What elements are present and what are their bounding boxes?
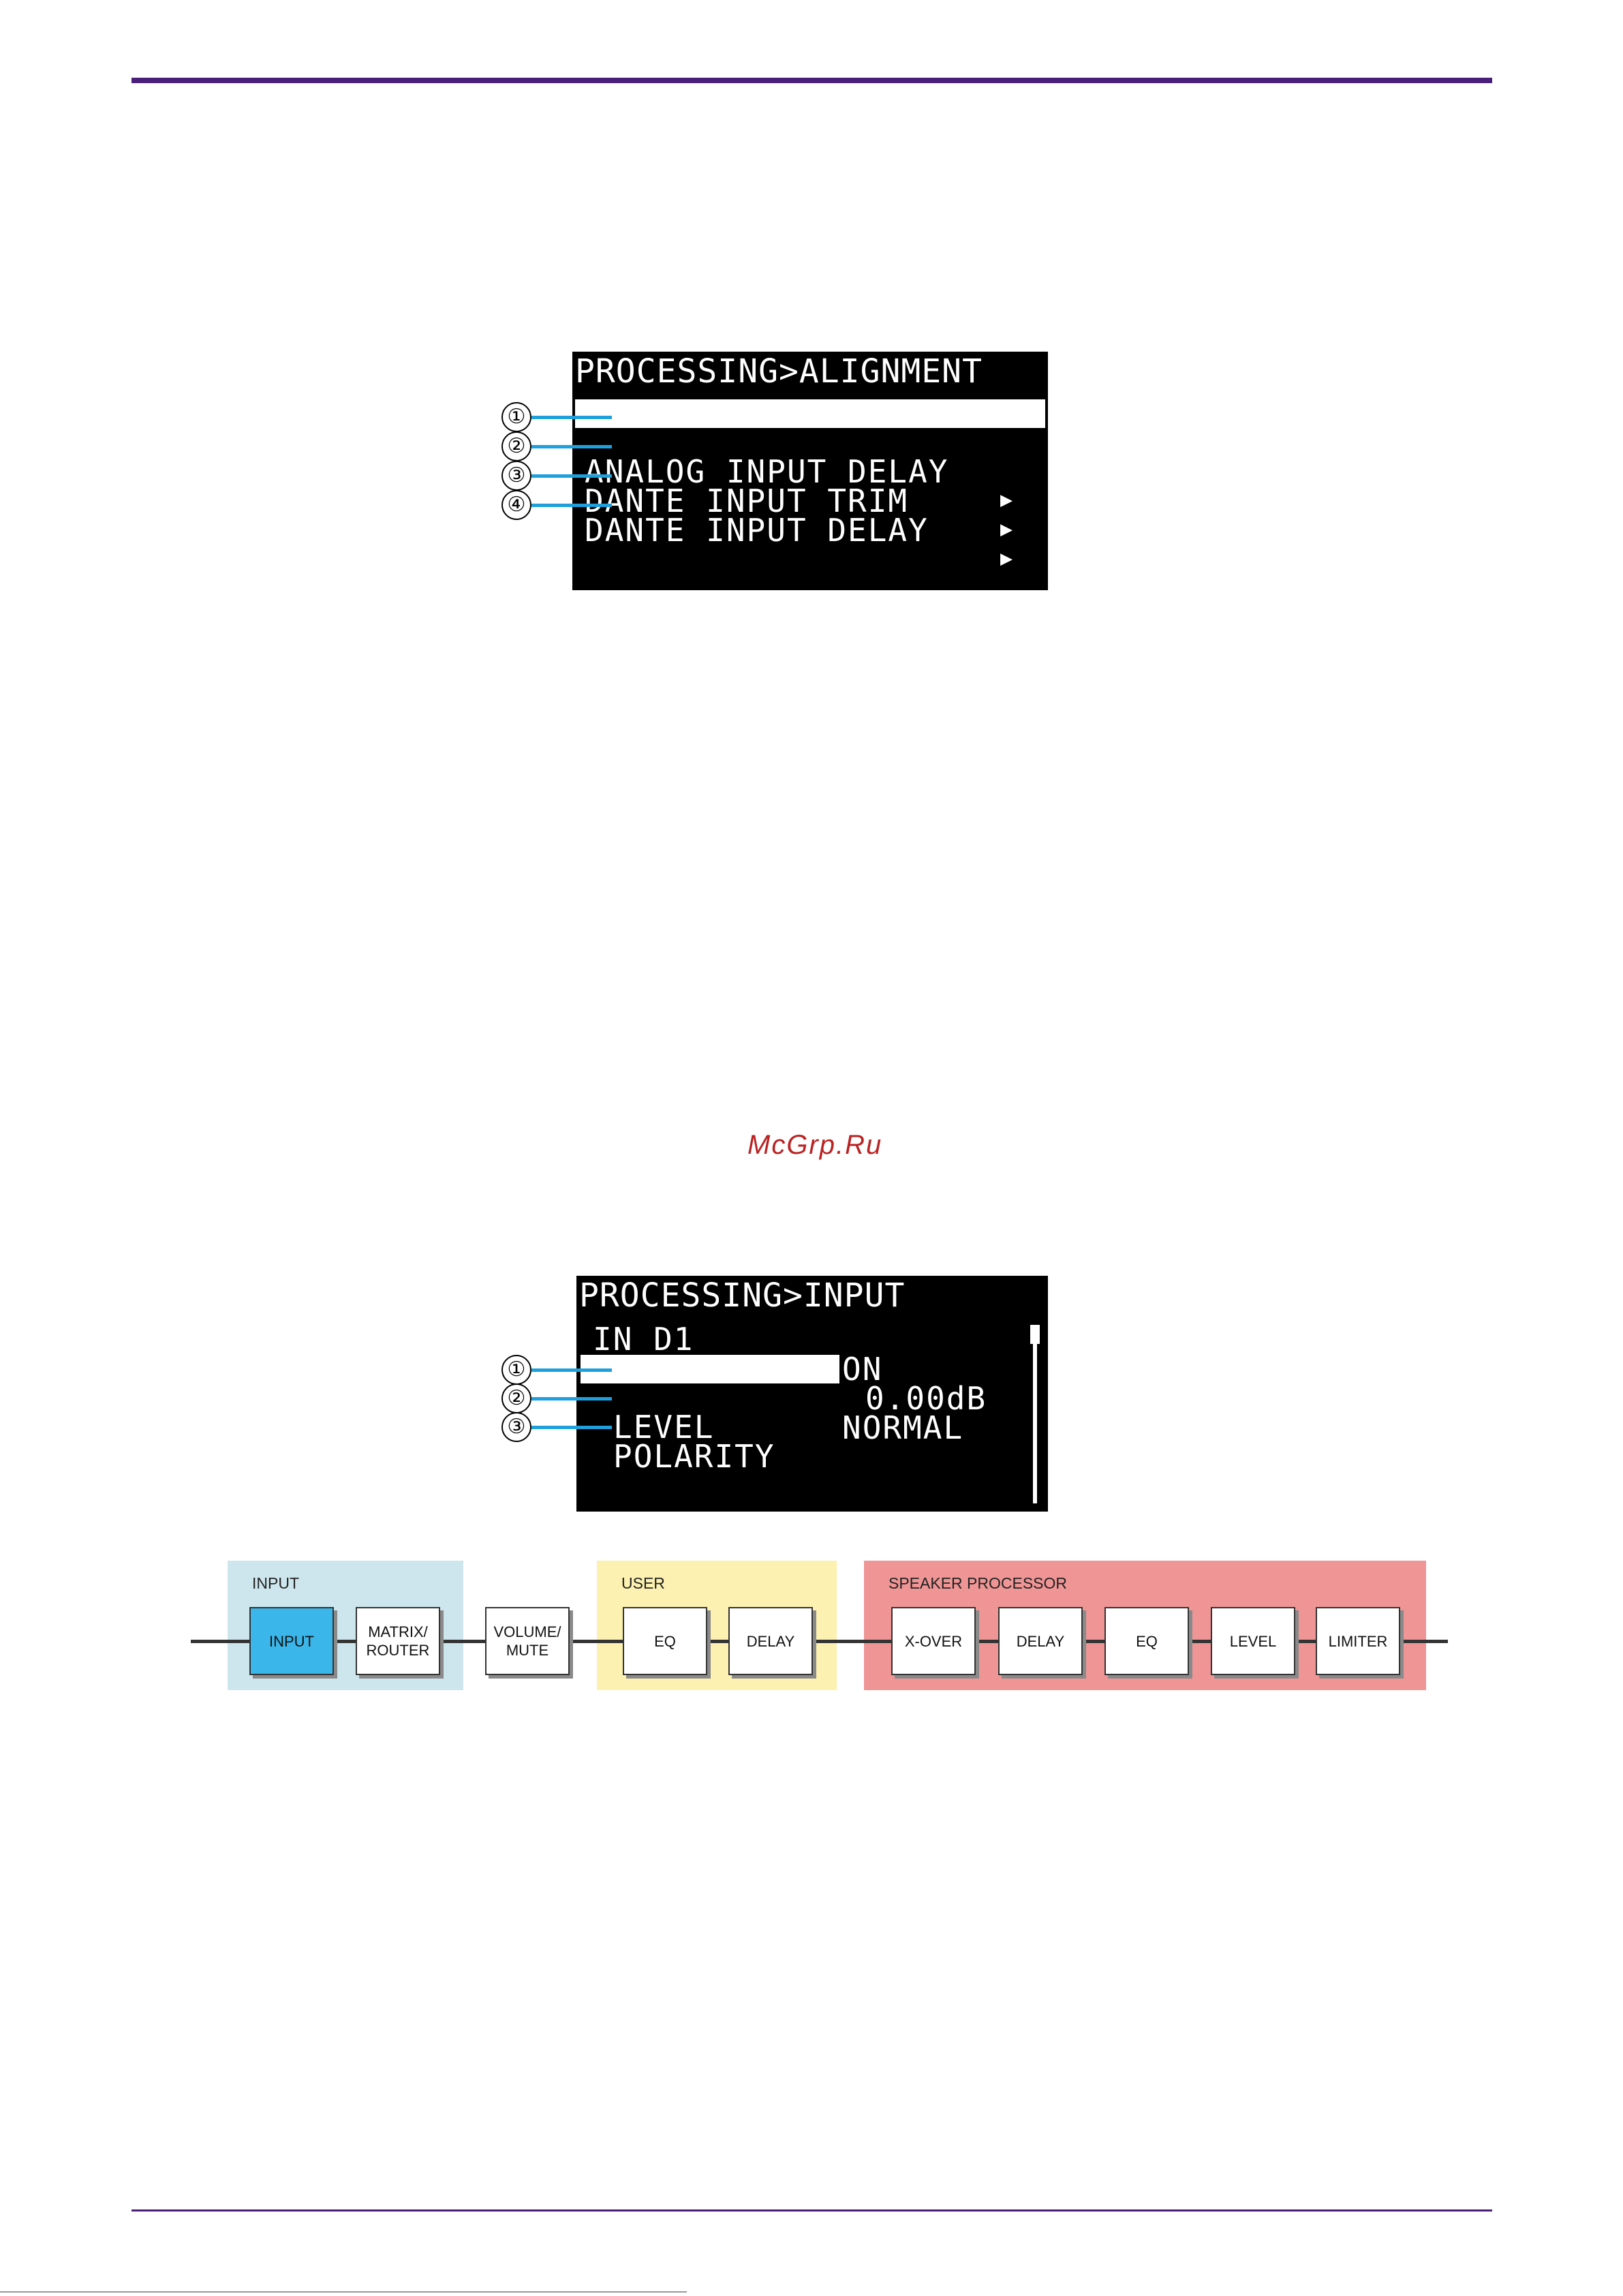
- callout-2: ②: [501, 1383, 612, 1413]
- lcd-menu-item-label: ANALOG INPUT DELAY: [585, 453, 949, 490]
- lcd-alignment-screen: PROCESSING>ALIGNMENT ANALOG INPUT TRIM ▶…: [572, 352, 1048, 590]
- chevron-right-icon: ▶: [1000, 547, 1015, 570]
- block-speaker-eq[interactable]: EQ: [1104, 1607, 1189, 1675]
- block-x-over[interactable]: X-OVER: [891, 1607, 976, 1675]
- callout-line: [531, 444, 612, 448]
- lcd-menu-item-label: DANTE INPUT TRIM: [585, 483, 909, 519]
- lcd-title: PROCESSING>INPUT: [576, 1276, 1048, 1315]
- block-speaker-delay[interactable]: DELAY: [998, 1607, 1083, 1675]
- header-rule: [132, 78, 1492, 83]
- callout-number: ①: [501, 402, 531, 432]
- chevron-right-icon: ▶: [1000, 459, 1015, 483]
- callout-line: [531, 415, 612, 419]
- callout-1: ①: [501, 402, 612, 432]
- lcd-menu-item-analog-input-trim[interactable]: ANALOG INPUT TRIM ▶: [575, 399, 1045, 483]
- lcd-param-label: POLARITY: [613, 1438, 775, 1475]
- chevron-right-icon: ▶: [1000, 517, 1015, 541]
- zone-label: INPUT: [252, 1574, 299, 1592]
- lcd-param-on-off[interactable]: ON/OFF: [581, 1355, 839, 1413]
- lcd-title: PROCESSING>ALIGNMENT: [572, 352, 1048, 391]
- block-user-delay[interactable]: DELAY: [728, 1607, 813, 1675]
- callout-line: [531, 1396, 612, 1400]
- lcd-param-label: LEVEL: [613, 1409, 715, 1445]
- block-limiter[interactable]: LIMITER: [1316, 1607, 1400, 1675]
- callout-number: ③: [501, 1412, 531, 1442]
- lcd-input-screen: PROCESSING>INPUT IN D1 ON/OFF ON LEVEL 0…: [576, 1276, 1048, 1512]
- callout-number: ①: [501, 1355, 531, 1385]
- block-user-eq[interactable]: EQ: [623, 1607, 707, 1675]
- scrollbar-thumb[interactable]: [1030, 1325, 1040, 1344]
- callout-4: ④: [501, 490, 612, 520]
- lcd-param-value: 0.00dB: [865, 1380, 987, 1417]
- zone-label: SPEAKER PROCESSOR: [888, 1574, 1068, 1592]
- signal-line: [191, 1640, 1448, 1643]
- watermark: McGrp.Ru: [747, 1130, 883, 1160]
- block-level[interactable]: LEVEL: [1211, 1607, 1295, 1675]
- lcd-menu-item-label: DANTE INPUT DELAY: [585, 512, 929, 549]
- callout-line: [531, 1425, 612, 1429]
- callout-1: ①: [501, 1355, 612, 1385]
- callout-3: ③: [501, 461, 612, 491]
- callout-number: ④: [501, 490, 531, 520]
- block-matrix-router[interactable]: MATRIX/ ROUTER: [356, 1607, 440, 1675]
- lcd-menu-item-dante-input-delay[interactable]: DANTE INPUT DELAY ▶: [575, 487, 1045, 570]
- callout-number: ②: [501, 431, 531, 461]
- block-volume-mute[interactable]: VOLUME/ MUTE: [485, 1607, 570, 1675]
- lcd-param-level[interactable]: LEVEL: [581, 1384, 839, 1443]
- callout-line: [531, 474, 612, 478]
- callout-2: ②: [501, 431, 612, 461]
- lcd-param-value: ON: [842, 1351, 883, 1388]
- callout-line: [531, 1368, 612, 1372]
- footer-rule: [132, 2209, 1492, 2211]
- lcd-channel-label: IN D1: [593, 1321, 694, 1358]
- callout-line: [531, 503, 612, 507]
- lcd-menu-item-label: ANALOG INPUT TRIM: [585, 424, 929, 461]
- callout-number: ③: [501, 461, 531, 491]
- callout-3: ③: [501, 1412, 612, 1442]
- lcd-menu-item-dante-input-trim[interactable]: DANTE INPUT TRIM ▶: [575, 458, 1045, 541]
- zone-label: USER: [621, 1574, 665, 1592]
- lcd-param-value: NORMAL: [842, 1409, 964, 1446]
- page-edge-rule: [0, 2291, 687, 2293]
- lcd-param-polarity[interactable]: POLARITY: [581, 1413, 839, 1472]
- lcd-param-label: ON/OFF: [613, 1379, 735, 1416]
- chevron-right-icon: ▶: [1000, 488, 1015, 512]
- scrollbar[interactable]: [1033, 1325, 1037, 1503]
- block-input[interactable]: INPUT: [249, 1607, 334, 1675]
- lcd-menu-item-analog-input-delay[interactable]: ANALOG INPUT DELAY ▶: [575, 429, 1045, 512]
- callout-number: ②: [501, 1383, 531, 1413]
